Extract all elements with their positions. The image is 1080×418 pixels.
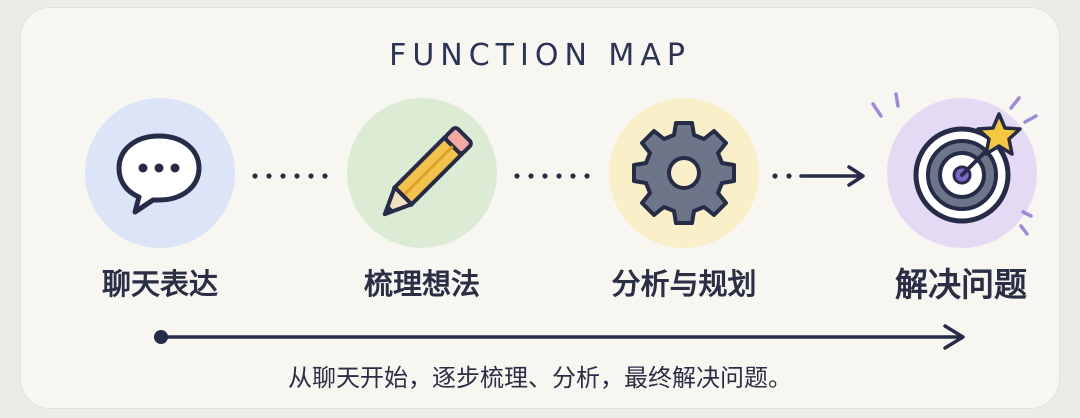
chat-bubble-icon <box>116 133 202 215</box>
function-map-card: FUNCTION MAP 聊天表达 梳理想法 <box>20 7 1060 409</box>
step-label-chat: 聊天表达 <box>101 267 218 301</box>
target-star-icon <box>871 92 1038 236</box>
connector-dots <box>252 173 328 179</box>
connector-arrow <box>772 165 865 187</box>
step-label-target: 解决问题 <box>895 265 1027 304</box>
step-label-gear: 分析与规划 <box>611 267 757 301</box>
step-label-pencil: 梳理想法 <box>363 267 480 301</box>
gear-icon <box>632 121 736 225</box>
connector-dots <box>514 173 590 179</box>
pencil-icon <box>382 126 473 217</box>
caption: 从聊天开始，逐步梳理、分析，最终解决问题。 <box>288 364 792 392</box>
timeline-arrow <box>154 324 965 350</box>
diagram-title: FUNCTION MAP <box>389 38 691 73</box>
